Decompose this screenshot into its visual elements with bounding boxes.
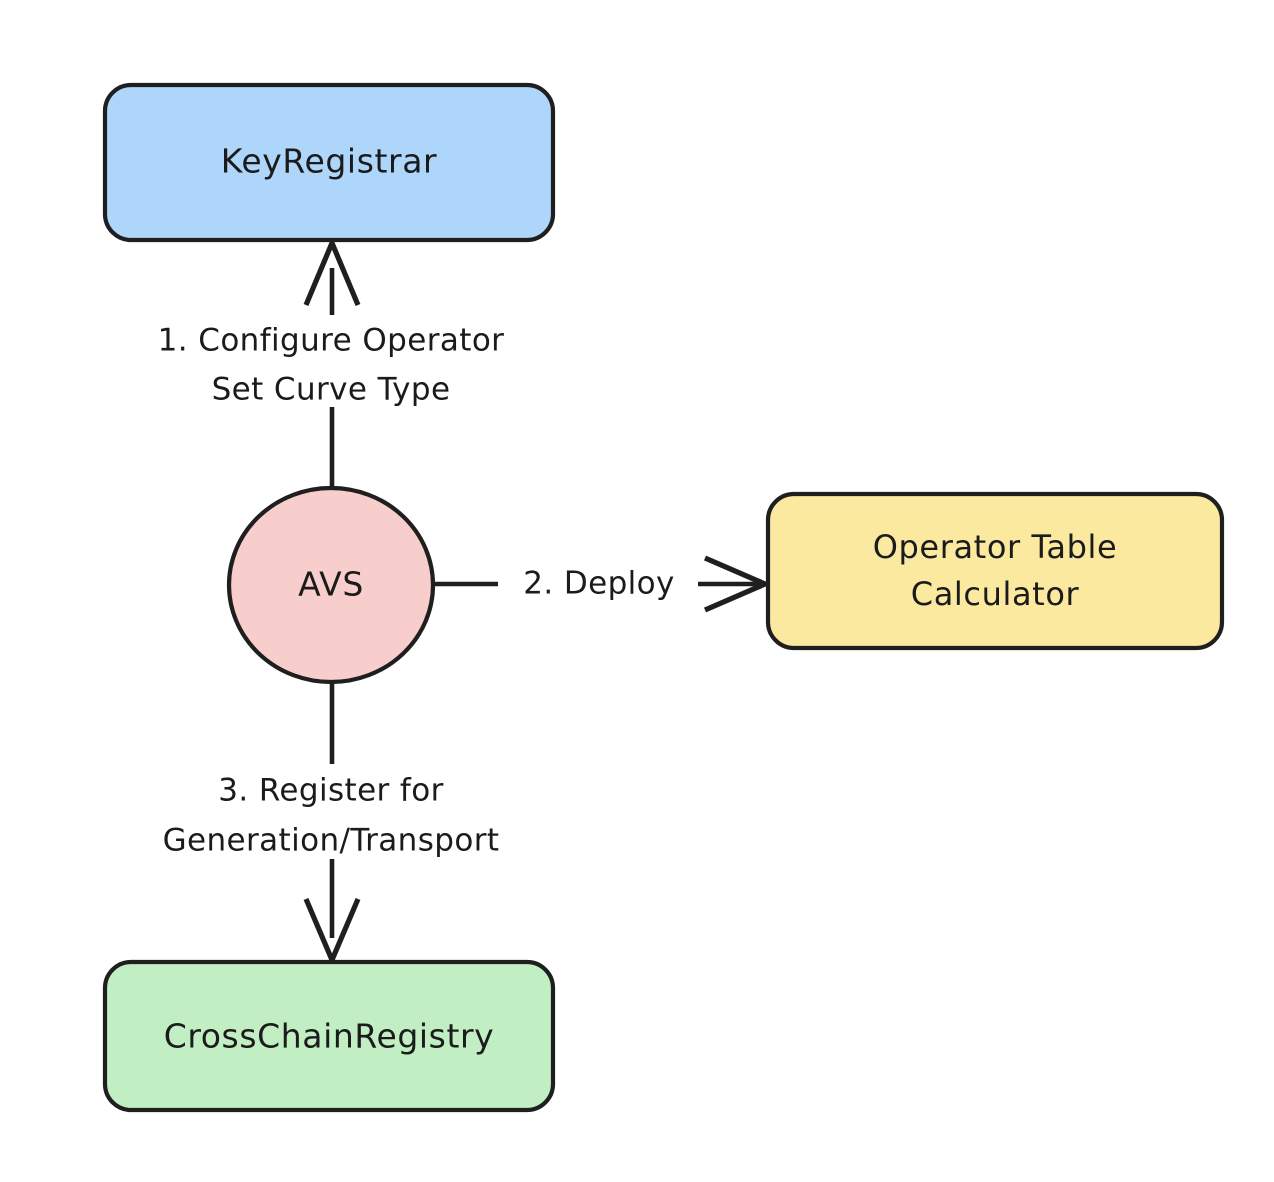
edge-register-label-backdrop	[108, 764, 558, 859]
node-avs[interactable]: AVS	[226, 485, 436, 685]
edge-register-label: 3. Register for Generation/Transport	[108, 764, 558, 859]
edge-register-label-line-1: 3. Register for	[218, 773, 444, 809]
edge-register-label-line-2: Generation/Transport	[163, 823, 500, 859]
edge-deploy-label: 2. Deploy	[498, 556, 698, 612]
cross-chain-registry-shape[interactable]	[102, 959, 556, 1113]
avs-shape[interactable]	[226, 485, 436, 685]
operator-table-calculator-shape[interactable]	[765, 491, 1225, 651]
edge-configure-label-line-1: 1. Configure Operator	[158, 323, 505, 359]
edge-configure-arrowhead-icon	[303, 236, 361, 307]
cross-chain-registry-label: CrossChainRegistry	[164, 1017, 495, 1056]
edge-configure-label: 1. Configure Operator Set Curve Type	[108, 315, 548, 408]
node-key-registrar[interactable]: KeyRegistrar	[102, 82, 556, 243]
operator-table-calculator-label-line-2: Calculator	[911, 575, 1080, 613]
edge-deploy-arrowhead-icon	[703, 555, 772, 613]
key-registrar-shape[interactable]	[102, 82, 556, 243]
edge-configure-label-backdrop	[108, 315, 548, 407]
node-operator-table-calculator[interactable]: Operator Table Calculator	[765, 491, 1225, 651]
operator-table-calculator-label-line-1: Operator Table	[873, 528, 1118, 566]
key-registrar-label: KeyRegistrar	[221, 142, 437, 181]
edge-deploy-label-text: 2. Deploy	[523, 566, 675, 602]
avs-label: AVS	[298, 565, 364, 604]
node-cross-chain-registry[interactable]: CrossChainRegistry	[102, 959, 556, 1113]
edge-deploy-label-backdrop	[498, 556, 698, 612]
edge-configure-label-line-2: Set Curve Type	[212, 372, 451, 408]
